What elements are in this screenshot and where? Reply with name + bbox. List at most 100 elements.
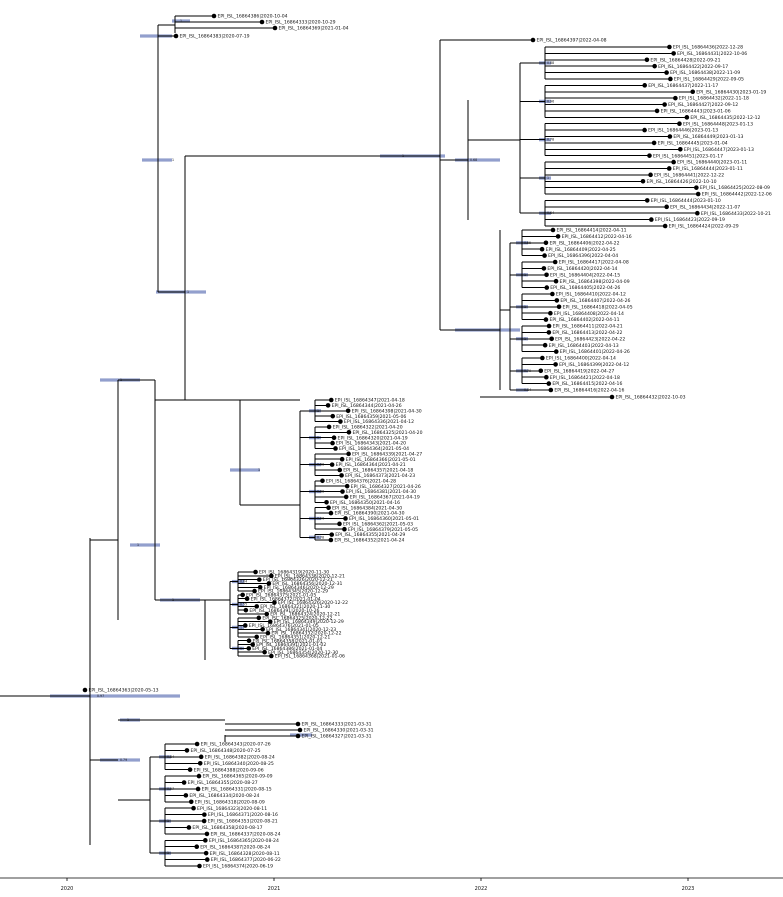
tip-dot (343, 516, 348, 521)
tip-label: EPI_ISL_16864344|2021-04-26 (332, 403, 402, 409)
tip-label: EPI_ISL_16864343|2021-04-20 (336, 441, 406, 447)
tip-dot (644, 198, 650, 203)
tip-dot (201, 818, 207, 824)
tip-dot (260, 626, 265, 632)
tip-dot (644, 57, 650, 63)
tip-dot (671, 51, 676, 56)
tip-dot (556, 304, 562, 310)
tip-label: EPI_ISL_16864426|2022-10-10 (647, 179, 717, 185)
tip-label: EPI_ISL_16864346|2020-12-29 (264, 585, 334, 591)
support-label: 1 (172, 158, 174, 162)
support-label: 1 (317, 409, 319, 413)
tip-label: EPI_ISL_16864396|2022-04-04 (548, 253, 618, 259)
tip-dot (546, 381, 552, 386)
tip-dot (677, 121, 682, 127)
tip-label: EPI_ISL_16864321|2020-11-30 (260, 604, 330, 610)
tip-label: EPI_ISL_16864319|2020-11-30 (259, 570, 329, 576)
support-label: 0.79 (524, 369, 531, 373)
tip-dot (186, 825, 192, 830)
tip-dot (337, 521, 342, 527)
tip-dot (326, 424, 332, 430)
tip-dot (544, 272, 549, 278)
tree-tips: EPI_ISL_16864386|2020-10-04EPI_ISL_16864… (82, 13, 772, 870)
tip-label: EPI_ISL_16864388|2020-09-06 (194, 767, 264, 773)
tip-label: EPI_ISL_16864403|2022-04-13 (549, 343, 619, 349)
tip-label: EPI_ISL_16864422|2022-09-17 (658, 64, 728, 70)
tip-dot (338, 419, 343, 424)
tip-label: EPI_ISL_16864340|2020-08-25 (204, 761, 274, 767)
tip-dot (695, 210, 700, 216)
tip-dot (265, 630, 271, 636)
tip-dot (550, 291, 555, 297)
tip-dot (328, 537, 334, 543)
support-label: 0.96 (317, 516, 324, 520)
tip-dot (195, 786, 201, 792)
tip-label: EPI_ISL_16864444|2023-01-11 (673, 166, 743, 172)
support-label: 0.97 (97, 694, 104, 698)
tip-label: EPI_ISL_16864349|2020-12-29 (274, 619, 344, 625)
tip-label: EPI_ISL_16864325|2021-04-20 (352, 430, 422, 436)
tip-label: EPI_ISL_16864444|2023-01-10 (651, 198, 721, 204)
tip-dot (272, 25, 278, 31)
tip-dot (267, 619, 273, 624)
tip-dot (254, 634, 259, 640)
tip-dot (555, 234, 561, 239)
tip-label: EPI_ISL_16864323|2020-08-11 (197, 806, 267, 812)
tip-label: EPI_ISL_16864404|2022-04-15 (550, 272, 620, 278)
tip-dot (330, 440, 335, 446)
tip-dot (667, 134, 673, 139)
tip-dot (342, 526, 347, 532)
tip-dot (254, 604, 260, 609)
tip-label: EPI_ISL_16864412|2022-04-16 (562, 234, 632, 240)
tip-label: EPI_ISL_16864333|2021-03-31 (302, 722, 372, 728)
tip-dot (197, 863, 202, 869)
hpd-bar (290, 733, 312, 737)
tip-label: EPI_ISL_16864391|2020-10-26 (249, 608, 319, 614)
tip-dot (664, 70, 669, 75)
tip-dot (257, 577, 262, 582)
axis-tick-label: 2020 (61, 886, 74, 892)
tip-label: EPI_ISL_16864384|2021-04-30 (332, 505, 402, 511)
tip-dot (269, 573, 274, 579)
hpd-bar (140, 34, 172, 38)
tip-label: EPI_ISL_16864326|2020-12-21 (263, 577, 333, 583)
tip-label: EPI_ISL_16864372|2021-01-04 (251, 596, 321, 602)
tip-dot (264, 611, 270, 617)
tip-dot (642, 83, 648, 88)
tip-dot (333, 446, 338, 451)
tip-label: EPI_ISL_16864430|2023-01-19 (696, 89, 766, 95)
tip-label: EPI_ISL_16864363|2020-05-13 (89, 688, 159, 694)
tip-dot (684, 115, 690, 120)
tip-label: EPI_ISL_16864410|2022-04-12 (556, 292, 626, 298)
tip-label: EPI_ISL_16864437|2022-11-17 (648, 83, 718, 89)
tip-label: EPI_ISL_16864383|2020-07-19 (180, 34, 250, 40)
support-label: 0.55 (240, 602, 247, 606)
support-label: 1 (524, 337, 526, 341)
tip-label: EPI_ISL_16864399|2022-04-12 (559, 362, 629, 368)
tip-dot (694, 185, 699, 190)
tip-label: EPI_ISL_16864417|2022-04-08 (559, 260, 629, 266)
tip-label: EPI_ISL_16864376|2021-04-28 (326, 478, 396, 484)
tip-label: EPI_ISL_16864438|2022-11-09 (670, 70, 740, 76)
tip-dot (325, 403, 331, 408)
tip-label: EPI_ISL_16864416|2022-04-16 (554, 388, 624, 394)
tip-dot (181, 780, 187, 785)
tip-dot (549, 336, 554, 342)
tip-label: EPI_ISL_16864433|2022-10-21 (701, 211, 771, 217)
tip-dot (539, 246, 545, 252)
tip-label: EPI_ISL_16864423|2022-04-22 (555, 336, 625, 342)
tip-label: EPI_ISL_16864421|2022-04-18 (550, 375, 620, 381)
tip-label: EPI_ISL_16864401|2022-04-26 (560, 349, 630, 355)
tip-label: EPI_ISL_16864359|2021-05-06 (336, 414, 406, 420)
tip-dot (211, 13, 217, 19)
tip-dot (266, 581, 272, 586)
tip-label: EPI_ISL_16864408|2022-04-14 (554, 311, 624, 317)
tip-dot (542, 342, 548, 348)
tip-dot (542, 253, 547, 258)
tip-label: EPI_ISL_16864364|2021-05-04 (339, 446, 409, 452)
tip-dot (204, 857, 210, 862)
tip-dot (257, 584, 263, 590)
support-label: 1 (187, 290, 189, 294)
tip-label: EPI_ISL_16864451|2023-01-17 (653, 153, 723, 159)
tip-dot (543, 240, 549, 246)
